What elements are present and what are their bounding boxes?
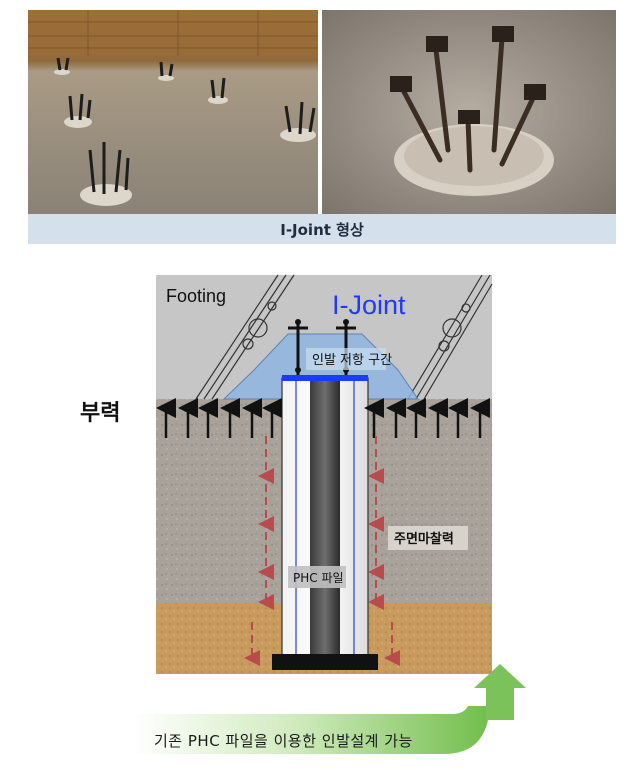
photo-caption: I-Joint 형상 [28,214,616,244]
buoyancy-arrows [156,398,490,438]
design-banner: 기존 PHC 파일을 이용한 인발설계 가능 [134,706,500,754]
friction-arrows [244,436,400,666]
skin-friction-label: 주면마찰력 [394,531,454,547]
buoyancy-label: 부력 [80,401,120,426]
photo-right [322,10,616,214]
ijoint-diagram: Footing I-Joint 인발 저항 구간 부력 주면마찰력 PHC 파일 [0,262,630,766]
pullout-zone-label: 인발 저항 구간 [312,353,392,368]
joint-label: I-Joint [332,290,406,320]
pile-hollow-core [310,380,340,668]
banner-arrow-shape [134,706,490,754]
diagram-svg: Footing I-Joint 인발 저항 구간 부력 주면마찰력 PHC 파일 [80,274,493,674]
photo-strip [28,10,616,214]
site-photos [28,10,616,214]
rebar-right [407,274,493,400]
rebar-left [195,274,295,400]
pile-label: PHC 파일 [293,571,344,585]
photo-left [28,10,318,214]
footing-label: Footing [166,286,226,306]
pile-shoe [272,654,378,670]
joint-plate [282,375,368,381]
banner-arrow-head-icon [474,664,526,720]
banner-text: 기존 PHC 파일을 이용한 인발설계 가능 [154,732,413,750]
